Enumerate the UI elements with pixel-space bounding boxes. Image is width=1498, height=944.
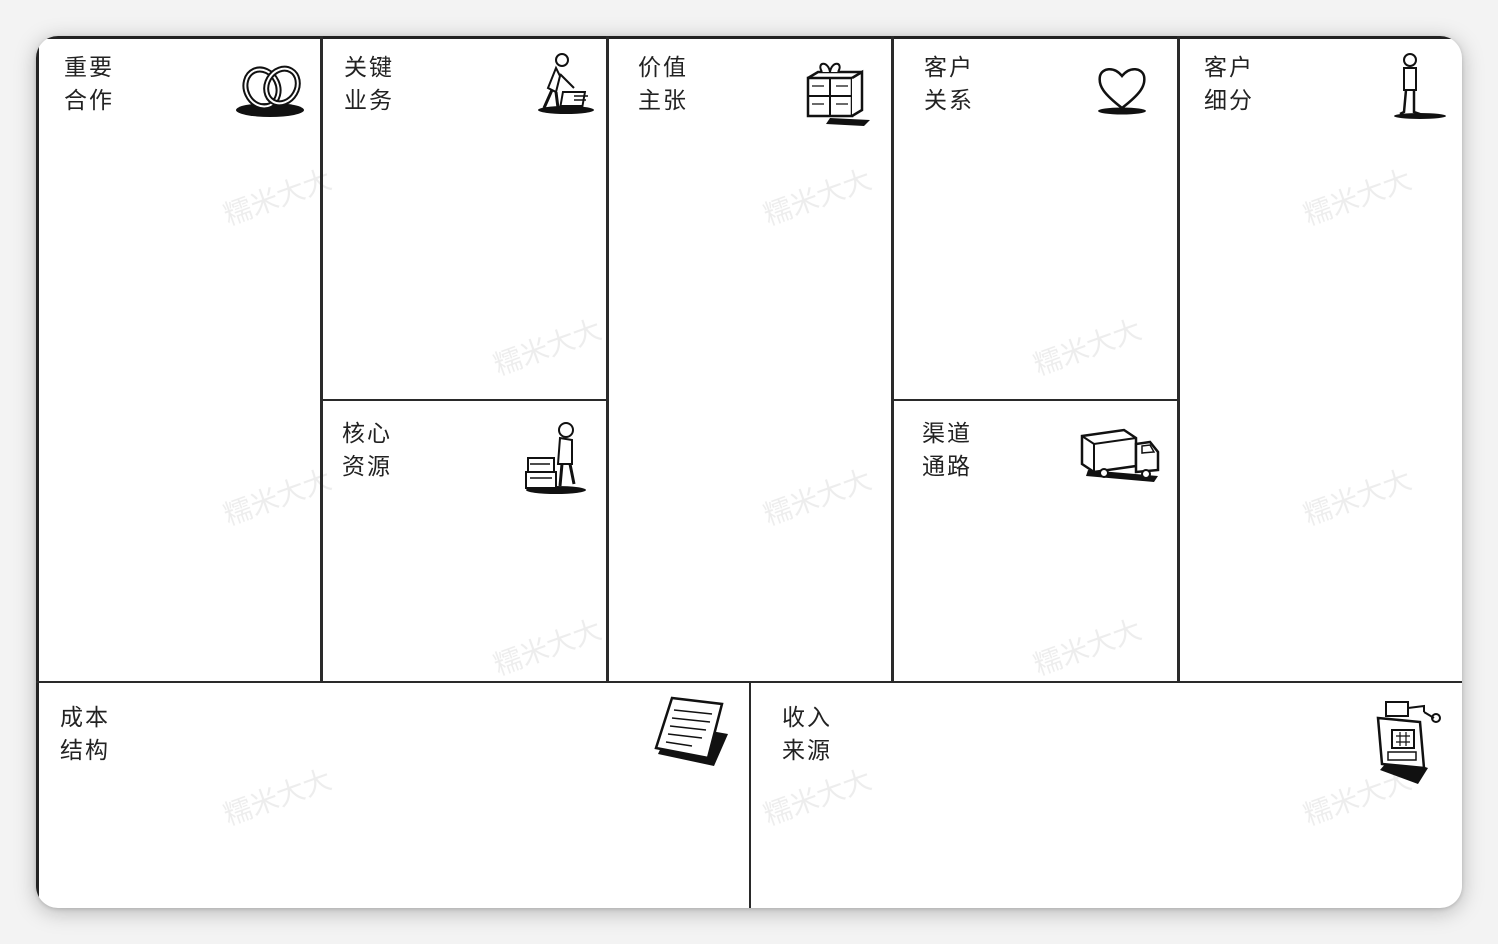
title-line: 核心 xyxy=(342,421,392,447)
block-title-revenue-streams: 收入 来源 xyxy=(782,702,832,768)
canvas-frame xyxy=(36,36,1462,908)
title-line: 客户 xyxy=(1204,55,1254,81)
block-title-key-partners: 重要 合作 xyxy=(64,52,114,118)
block-title-value-propositions: 价值 主张 xyxy=(638,52,688,118)
cash-register-icon xyxy=(1372,698,1448,786)
title-line: 通路 xyxy=(922,454,972,480)
title-line: 客户 xyxy=(924,55,974,81)
title-line: 主张 xyxy=(638,88,688,114)
standing-person-icon xyxy=(1392,52,1448,122)
worker-icon xyxy=(530,52,596,116)
block-title-customer-segments: 客户 细分 xyxy=(1204,52,1254,118)
title-line: 细分 xyxy=(1204,88,1254,114)
title-line: 合作 xyxy=(64,88,114,114)
title-line: 收入 xyxy=(782,705,832,731)
business-model-canvas: 糯米大大 糯米大大 糯米大大 糯米大大 糯米大大 糯米大大 糯米大大 糯米大大 … xyxy=(36,36,1462,908)
title-line: 渠道 xyxy=(922,421,972,447)
title-line: 业务 xyxy=(344,88,394,114)
block-title-key-activities: 关键 业务 xyxy=(344,52,394,118)
delivery-truck-icon xyxy=(1078,426,1162,488)
divider xyxy=(606,36,609,682)
title-line: 关键 xyxy=(344,55,394,81)
divider xyxy=(891,36,894,682)
title-line: 关系 xyxy=(924,88,974,114)
title-line: 成本 xyxy=(60,705,110,731)
document-stack-icon xyxy=(644,696,730,768)
divider xyxy=(893,399,1178,401)
title-line: 重要 xyxy=(64,55,114,81)
block-title-customer-relationships: 客户 关系 xyxy=(924,52,974,118)
title-line: 结构 xyxy=(60,738,110,764)
title-line: 价值 xyxy=(638,55,688,81)
title-line: 资源 xyxy=(342,454,392,480)
divider xyxy=(749,682,751,908)
title-line: 来源 xyxy=(782,738,832,764)
linked-rings-icon xyxy=(234,62,310,120)
divider xyxy=(320,36,323,682)
divider xyxy=(322,399,607,401)
block-title-key-resources: 核心 资源 xyxy=(342,418,392,484)
person-with-boxes-icon xyxy=(522,420,592,498)
heart-icon xyxy=(1094,64,1150,116)
block-title-channels: 渠道 通路 xyxy=(922,418,972,484)
block-title-cost-structure: 成本 结构 xyxy=(60,702,110,768)
divider xyxy=(1177,36,1180,682)
gift-box-icon xyxy=(800,60,874,126)
